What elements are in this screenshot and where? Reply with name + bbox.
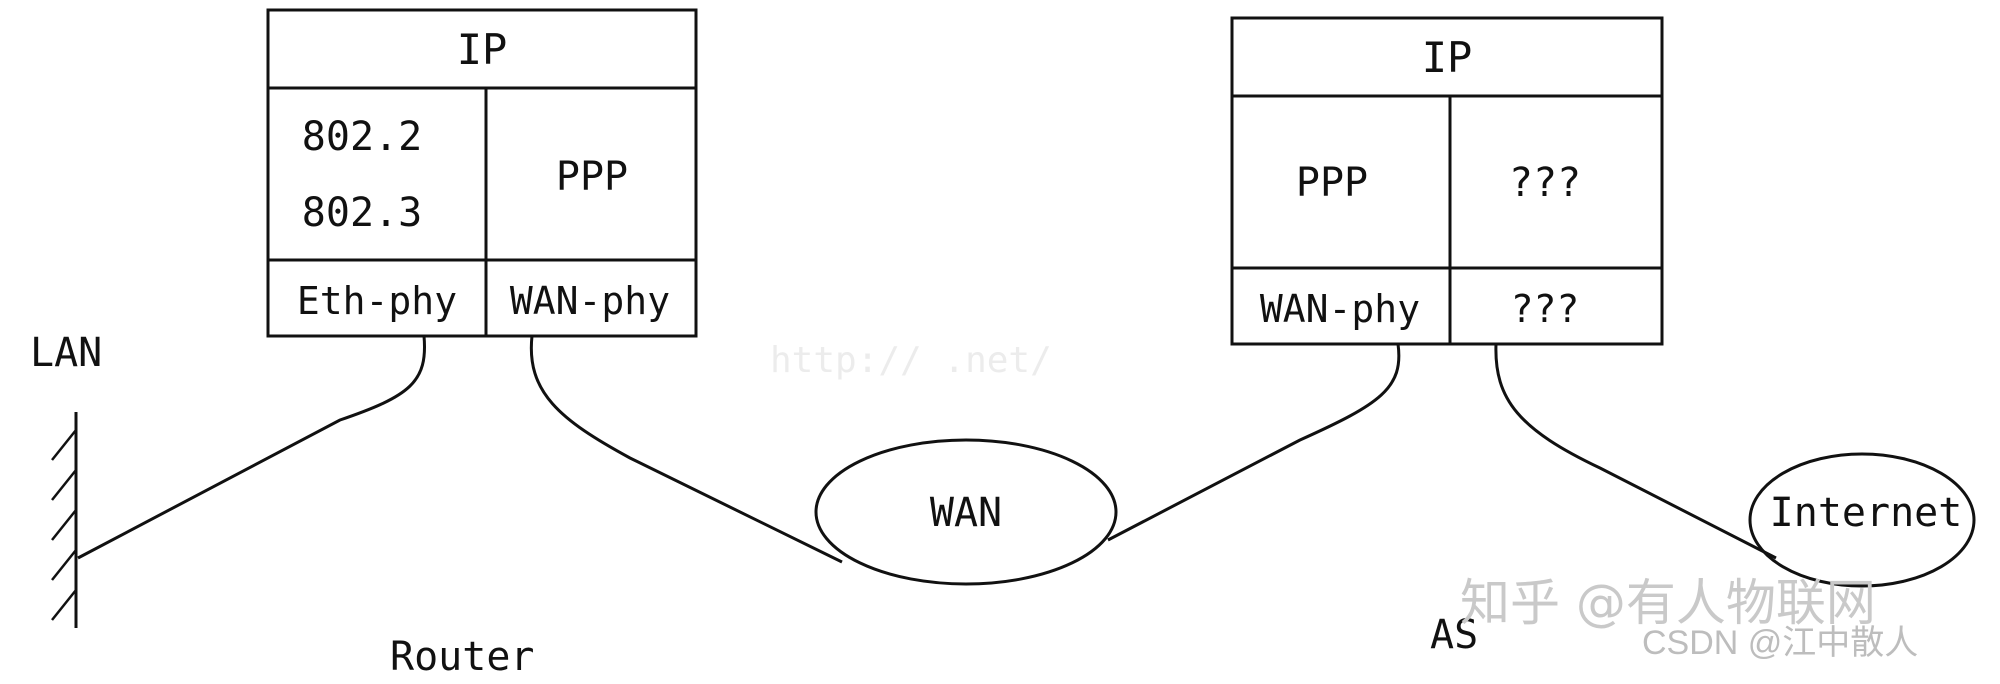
- router-mac-802-3: 802.3: [302, 190, 422, 236]
- lan-label: LAN: [30, 330, 102, 376]
- router-ppp-layer: PPP: [556, 154, 628, 200]
- lan-hatch-2: [51, 469, 77, 501]
- router-llc-802-2: 802.2: [302, 114, 422, 160]
- router-wan-phy: WAN-phy: [510, 279, 670, 323]
- router-eth-phy: Eth-phy: [297, 279, 457, 323]
- router-wan-phy-to-wan-link: [529, 335, 843, 564]
- router-ip-layer: IP: [457, 25, 508, 74]
- wan-label: WAN: [930, 490, 1002, 536]
- as-to-internet-link: [1494, 343, 1777, 560]
- lan-hatch-5: [51, 589, 77, 621]
- as-wan-phy: WAN-phy: [1260, 287, 1420, 331]
- wan-to-as-wan-phy-link: [1107, 343, 1401, 542]
- router-protocol-stack: IP 802.2 802.3 PPP Eth-phy WAN-phy: [266, 8, 698, 338]
- eth-phy-to-lan-link: [77, 335, 427, 560]
- lan-segment: [51, 412, 78, 628]
- as-label: AS: [1430, 612, 1478, 658]
- lan-hatch-1: [51, 429, 77, 461]
- as-protocol-stack: IP PPP ??? WAN-phy ???: [1230, 16, 1664, 346]
- zhihu-watermark: 知乎 @有人物联网: [1460, 574, 1876, 632]
- as-ip-layer: IP: [1422, 33, 1473, 82]
- router-stack-frame: [266, 8, 698, 338]
- lan-hatch-3: [51, 509, 77, 541]
- lan-hatch-4: [51, 549, 77, 581]
- internet-label: Internet: [1770, 490, 1963, 536]
- as-stack-frame: [1230, 16, 1664, 346]
- as-ppp-layer: PPP: [1296, 160, 1368, 206]
- router-label: Router: [390, 634, 535, 680]
- faint-url-watermark: http:// .net/: [770, 340, 1052, 381]
- internet-cloud: [1748, 452, 1976, 588]
- as-unknown-link-layer: ???: [1509, 160, 1581, 206]
- wan-cloud: [814, 438, 1118, 586]
- as-unknown-phy: ???: [1511, 287, 1580, 331]
- csdn-watermark: CSDN @江中散人: [1642, 624, 1918, 662]
